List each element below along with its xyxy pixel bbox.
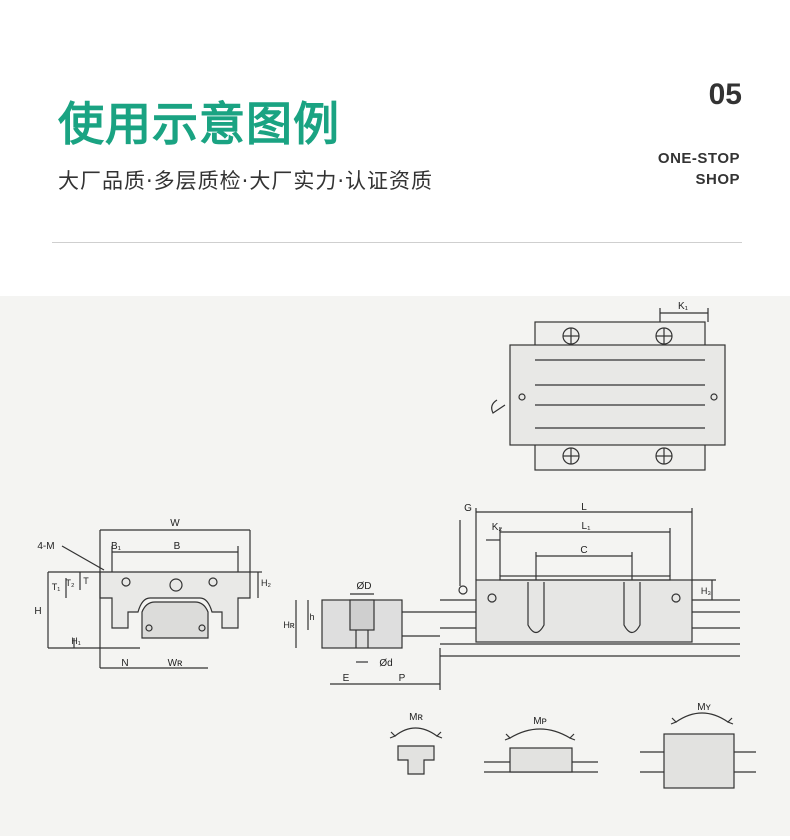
label-h3: H₃: [701, 586, 711, 596]
page-subtitle: 大厂品质·多层质检·大厂实力·认证资质: [58, 169, 434, 193]
label-h-small: h: [309, 612, 314, 622]
label-k1: K₁: [678, 301, 689, 312]
label-hr: Hʀ: [283, 620, 294, 630]
label-k2: K₂: [492, 522, 503, 533]
label-t1: T₁: [52, 582, 61, 592]
label-h: H: [34, 606, 41, 617]
tag-line-1: ONE-STOP: [657, 150, 740, 167]
label-t2: T₂: [66, 578, 75, 588]
moment-mr-diagram: [389, 727, 443, 775]
tag-line-2: SHOP: [695, 171, 740, 188]
label-c: C: [580, 545, 587, 556]
label-mr: Mʀ: [409, 712, 423, 723]
label-4m: 4-M: [37, 541, 54, 552]
front-view: [47, 529, 262, 669]
technical-drawing: K₁ W 4-M B₁ B T₁ T₂ T H₂ H H₁ N Wʀ: [0, 296, 790, 836]
top-view: [491, 308, 726, 471]
label-g: G: [464, 503, 472, 514]
moment-mp-diagram: [484, 728, 598, 773]
rail-end-view: [295, 593, 441, 690]
label-t: T: [83, 576, 89, 586]
page-title: 使用示意图例: [58, 97, 340, 151]
page-number: 05: [708, 78, 742, 111]
label-d: Ød: [379, 658, 392, 669]
side-view: [440, 508, 740, 657]
label-h2: H₂: [261, 578, 271, 588]
label-b: B: [174, 541, 181, 552]
label-b1: B₁: [111, 541, 122, 552]
label-e: E: [343, 673, 350, 684]
label-l: L: [581, 502, 587, 513]
header-divider: [52, 242, 742, 243]
label-wr: Wʀ: [168, 658, 183, 669]
linear-guide-drawing: K₁ W 4-M B₁ B T₁ T₂ T H₂ H H₁ N Wʀ: [0, 296, 790, 836]
label-l1: L₁: [582, 521, 592, 532]
label-h1: H₁: [71, 636, 81, 646]
label-od: ØD: [357, 581, 372, 592]
label-p: P: [399, 673, 406, 684]
moment-my-diagram: [640, 712, 756, 789]
label-n: N: [121, 658, 128, 669]
label-mp: Mᴘ: [533, 716, 547, 727]
label-w: W: [170, 518, 180, 529]
label-my: Mʏ: [697, 702, 711, 713]
